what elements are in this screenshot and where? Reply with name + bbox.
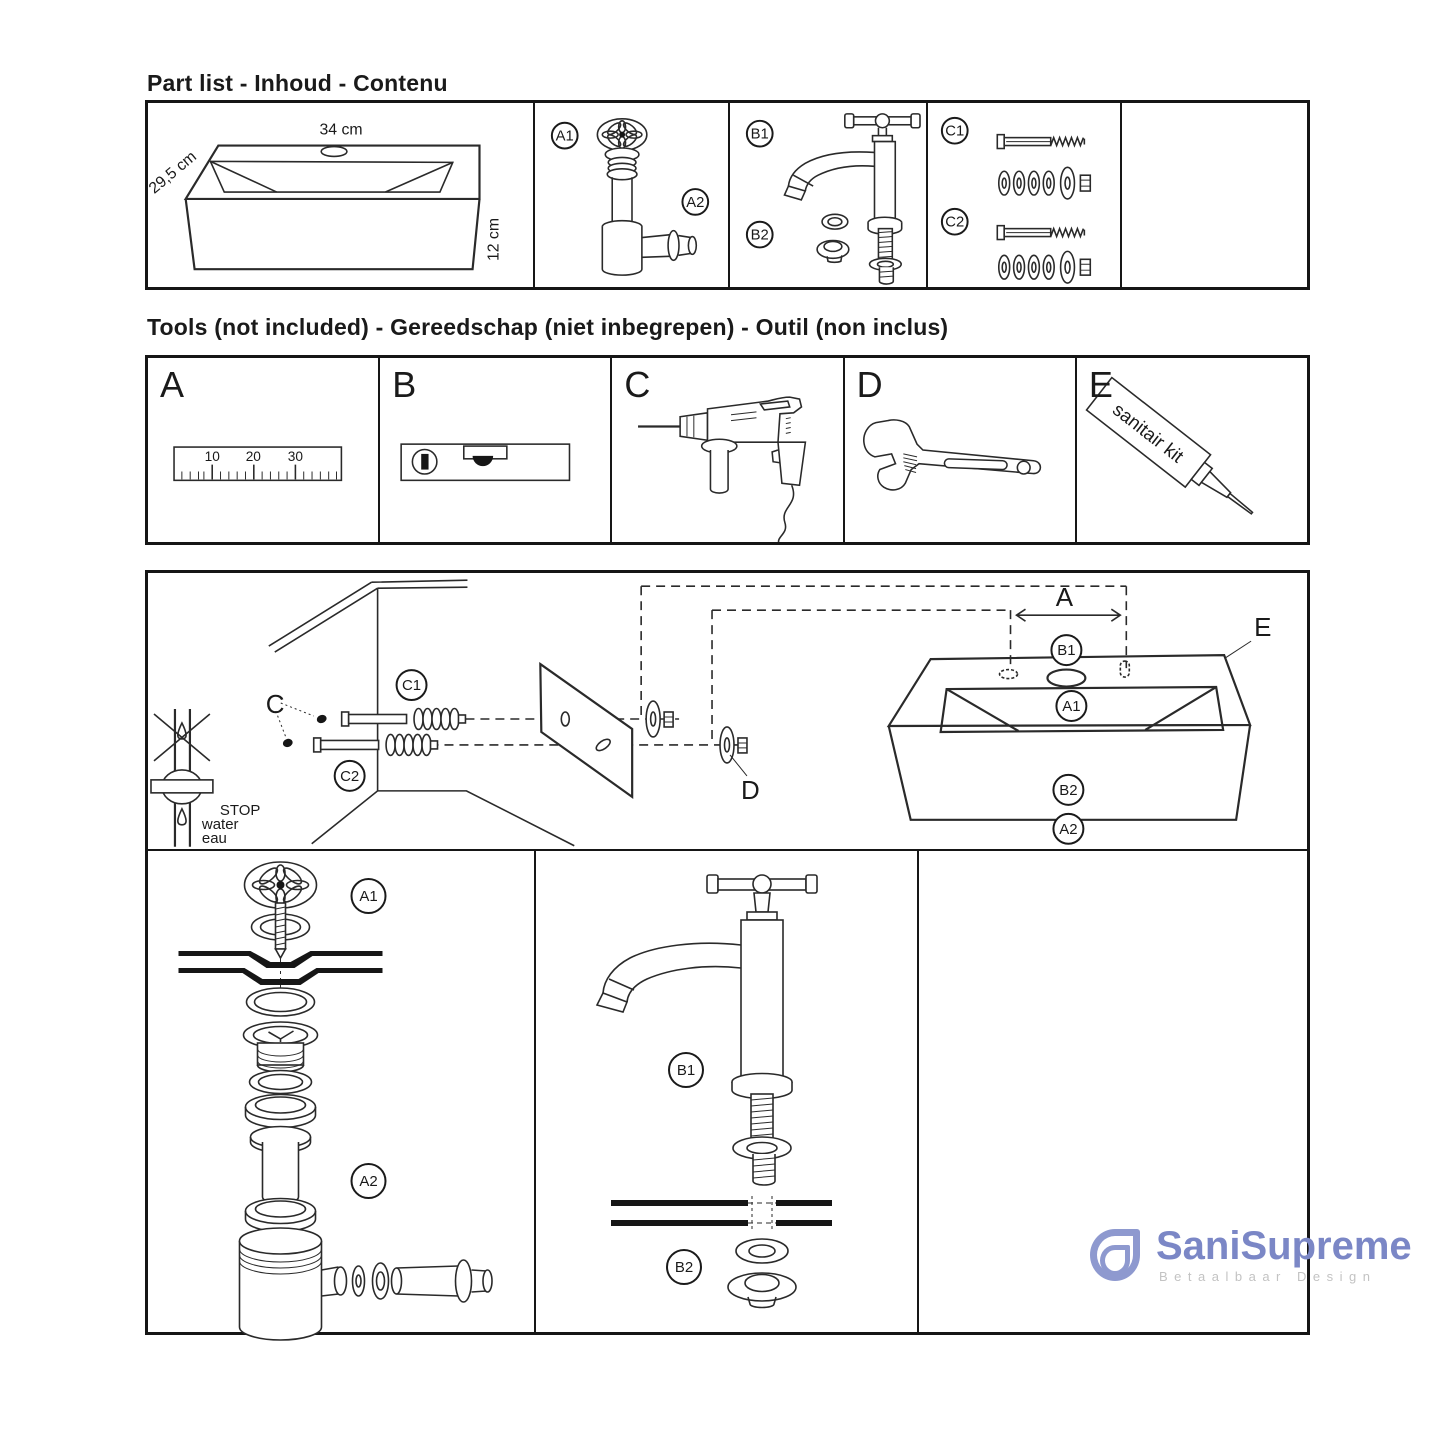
svg-text:B1: B1	[677, 1062, 695, 1079]
label-c1: C1	[395, 669, 428, 702]
label-c2: C2	[940, 207, 969, 236]
label-a1: A1	[350, 878, 387, 914]
label-a2: A2	[681, 188, 710, 216]
drain-parts-drawing: A1 A2	[550, 118, 710, 276]
drill-mark-letter: C	[266, 691, 285, 719]
svg-text:C2: C2	[945, 215, 964, 231]
ruler-icon: 10 20 30	[173, 446, 343, 482]
svg-text:A1: A1	[1062, 698, 1080, 715]
ruler-tick-10: 10	[205, 449, 221, 464]
svg-text:A1: A1	[359, 888, 377, 905]
faucet-assembly-drawing: B1 B2	[595, 874, 832, 1309]
svg-text:C2: C2	[340, 768, 359, 785]
sealant-tube-icon: sanitair kit	[1085, 376, 1254, 515]
brand-tagline: Betaalbaar Design	[1159, 1269, 1377, 1284]
svg-text:A2: A2	[686, 195, 704, 211]
label-a1: A1	[550, 121, 579, 150]
stop-valve-line3: eau	[202, 830, 227, 847]
tools-title: Tools (not included) - Gereedschap (niet…	[147, 314, 949, 340]
assembly-panels: A1 A2	[148, 851, 1307, 1341]
wrench-step-letter: D	[741, 777, 760, 805]
label-c2: C2	[333, 759, 366, 792]
sink-width-label: 34 cm	[319, 122, 362, 139]
brand-name: SaniSupreme	[1156, 1224, 1412, 1268]
svg-text:C1: C1	[402, 677, 421, 694]
tool-letter-a: A	[160, 364, 185, 405]
installation-drawing: A C D E STOP water eau C1 C2 B1 A1 B2 A2	[150, 579, 1271, 847]
part-cell-bolts: C1 C2	[928, 103, 1122, 287]
installation-diagram: A C D E STOP water eau C1 C2 B1 A1 B2 A2	[148, 573, 1307, 851]
tool-cell-level: B	[380, 358, 613, 542]
svg-text:B1: B1	[1057, 642, 1075, 659]
label-b2: B2	[666, 1249, 702, 1285]
tool-letter-c: C	[624, 364, 651, 405]
part-cell-drain: A1 A2	[535, 103, 730, 287]
bolt-parts-drawing: C1 C2	[940, 116, 1092, 284]
dim-a-letter: A	[1056, 584, 1074, 612]
svg-text:B1: B1	[751, 127, 769, 143]
svg-text:A2: A2	[359, 1173, 377, 1190]
label-a2: A2	[350, 1163, 387, 1199]
brand-droplet-icon	[1090, 1228, 1140, 1281]
tool-letter-e: E	[1088, 364, 1113, 405]
part-list-title: Part list - Inhoud - Contenu	[147, 70, 448, 96]
label-b1: B1	[1050, 634, 1083, 667]
sink-height-label: 12 cm	[485, 218, 502, 261]
svg-text:C1: C1	[945, 124, 964, 140]
tools-box: A 10 20 30 B	[145, 355, 1310, 545]
sink-dimensions-drawing: 34 cm 29,5 cm 12 cm	[148, 122, 502, 271]
installation-box: A C D E STOP water eau C1 C2 B1 A1 B2 A2	[145, 570, 1310, 1341]
stop-valve-line1: STOP	[220, 802, 261, 819]
tool-cell-ruler: A 10 20 30	[148, 358, 381, 542]
stop-valve-line2: water	[201, 816, 239, 833]
label-b1: B1	[745, 119, 774, 148]
part-cell-faucet: B1 B2	[730, 103, 928, 287]
drain-assembly-drawing: A1 A2	[178, 861, 493, 1341]
svg-text:B2: B2	[751, 228, 769, 244]
drain-assembly-panel: A1 A2	[148, 851, 536, 1341]
label-b1: B1	[668, 1052, 704, 1088]
svg-text:A2: A2	[1059, 821, 1077, 838]
tool-letter-b: B	[392, 364, 417, 405]
svg-text:B2: B2	[675, 1259, 693, 1276]
label-a2: A2	[1052, 812, 1085, 845]
tool-cell-wrench: D	[845, 358, 1077, 542]
tool-letter-d: D	[856, 364, 883, 405]
brand-logo: SaniSupreme Betaalbaar Design	[1090, 1226, 1412, 1283]
ruler-tick-30: 30	[288, 449, 304, 464]
svg-text:B2: B2	[1059, 782, 1077, 799]
part-cell-sink: 34 cm 29,5 cm 12 cm	[148, 103, 535, 287]
label-c1: C1	[940, 116, 969, 145]
sealant-step-letter: E	[1254, 614, 1271, 642]
wrench-icon	[862, 419, 1041, 491]
ruler-tick-20: 20	[246, 449, 262, 464]
part-list-box: 34 cm 29,5 cm 12 cm	[145, 100, 1310, 290]
faucet-parts-drawing: B1 B2	[745, 113, 921, 285]
part-cell-empty	[1122, 103, 1307, 287]
drill-icon	[638, 396, 807, 542]
label-b2: B2	[1052, 773, 1085, 806]
svg-text:A1: A1	[556, 129, 574, 145]
tool-cell-drill: C	[612, 358, 845, 542]
label-a1: A1	[1055, 690, 1088, 722]
spirit-level-icon	[400, 443, 571, 482]
tool-cell-sealant: E sanitair kit	[1077, 358, 1307, 542]
faucet-assembly-panel: B1 B2	[536, 851, 919, 1334]
label-b2: B2	[745, 220, 774, 249]
